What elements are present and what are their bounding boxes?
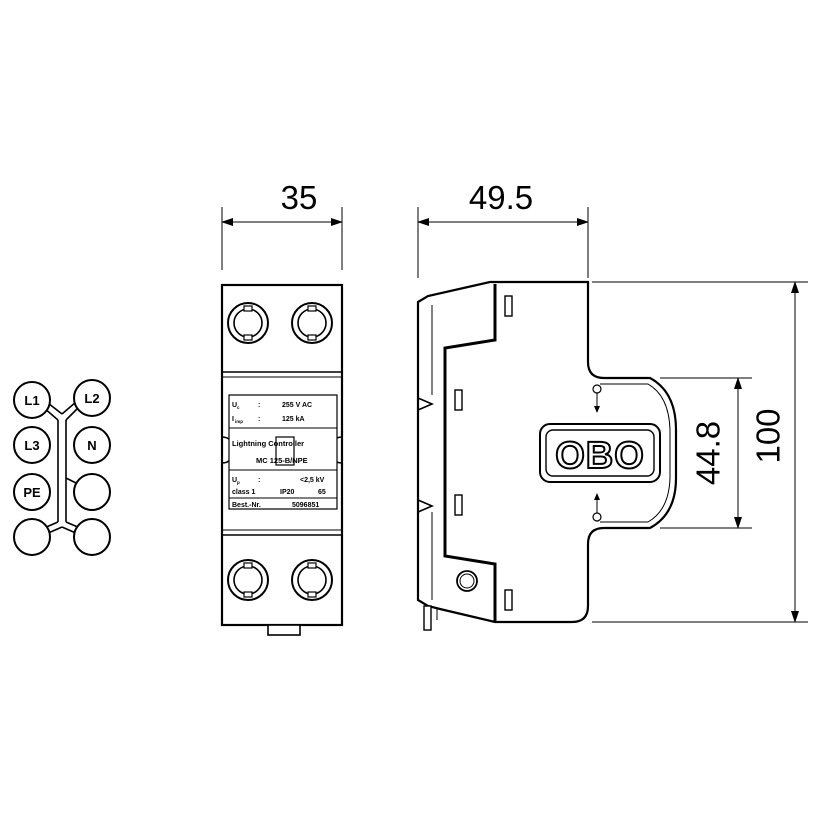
slot xyxy=(504,589,513,611)
label-ip: IP20 xyxy=(280,489,295,496)
indicator-arrow-down xyxy=(592,384,602,413)
obo-logo-text: OBO xyxy=(555,435,645,477)
label-order-label: Best.-Nr. xyxy=(232,502,261,509)
dimension-depth: 49.5 xyxy=(417,179,589,278)
dimension-front-width-label: 35 xyxy=(281,179,318,216)
label-logo-mark xyxy=(275,436,295,466)
terminal-n-label: N xyxy=(87,438,96,453)
label-up-sub: p xyxy=(237,480,240,485)
slot xyxy=(454,494,463,516)
indicator-arrow-up xyxy=(592,493,602,522)
terminal-pe: PE xyxy=(13,473,51,511)
label-model: MC 125-B/NPE xyxy=(256,456,308,465)
terminal-schematic: L1 L2 L3 N PE xyxy=(13,379,111,556)
terminal-empty xyxy=(13,518,51,556)
obo-logo: OBO xyxy=(539,423,661,483)
dimension-height-label: 100 xyxy=(750,408,787,463)
terminal-l3: L3 xyxy=(13,426,51,464)
terminal-l2-label: L2 xyxy=(84,391,99,406)
label-colon: : xyxy=(258,416,260,423)
label-class: class 1 xyxy=(232,489,255,496)
label-uc-symbol: U xyxy=(232,402,237,409)
label-i-symbol: I xyxy=(232,416,234,423)
label-up-symbol: U xyxy=(232,477,237,484)
terminal-pe-label: PE xyxy=(23,485,41,500)
terminal-empty xyxy=(73,518,111,556)
bottom-tab xyxy=(423,605,432,631)
label-up-value: <2,5 kV xyxy=(300,477,325,484)
dimension-front-face-height: 44.8 xyxy=(660,377,752,529)
dimension-height: 100 xyxy=(592,281,808,623)
terminal-l3-label: L3 xyxy=(24,438,39,453)
slot xyxy=(454,389,463,411)
terminal-l1: L1 xyxy=(13,381,51,419)
label-i-sub: imp xyxy=(235,419,243,424)
terminal-bus xyxy=(43,401,81,535)
label-brand-line: Lightning Controller xyxy=(232,439,304,448)
front-bottom-tab xyxy=(267,624,301,636)
dimension-front-width: 35 xyxy=(221,179,343,270)
terminal-l1-label: L1 xyxy=(24,393,39,408)
label-uc-value: 255 V AC xyxy=(282,402,312,409)
dimension-front-face-height-label: 44.8 xyxy=(690,421,727,485)
dimension-depth-label: 49.5 xyxy=(469,179,533,216)
screw-terminal xyxy=(227,302,269,344)
label-rating: 65 xyxy=(318,489,326,496)
label-i-value: 125 kA xyxy=(282,416,305,423)
label-colon: : xyxy=(258,402,260,409)
slot xyxy=(504,295,513,317)
front-view: U c : 255 V AC I imp : 125 kA Lightning … xyxy=(220,179,344,636)
terminal-n: N xyxy=(73,426,111,464)
product-label: U c : 255 V AC I imp : 125 kA Lightning … xyxy=(228,394,338,510)
label-order-number: 5096851 xyxy=(292,502,319,509)
side-view: OBO 49.5 44.8 100 xyxy=(416,179,808,631)
screw-terminal xyxy=(291,302,333,344)
side-housing-outline xyxy=(416,280,678,624)
terminal-empty xyxy=(73,473,111,511)
release-hole xyxy=(456,570,478,592)
front-face-inner-line xyxy=(600,383,671,523)
screw-terminal xyxy=(291,559,333,601)
label-uc-sub: c xyxy=(237,405,240,410)
din-rail-clip xyxy=(443,284,497,621)
terminal-l2: L2 xyxy=(73,379,111,417)
screw-terminal xyxy=(227,559,269,601)
label-colon: : xyxy=(258,477,260,484)
